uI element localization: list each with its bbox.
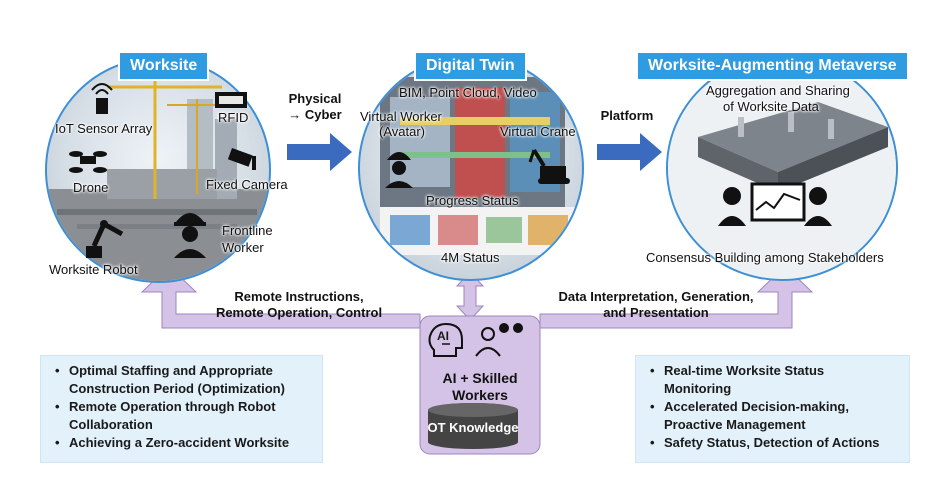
- remote-label-1: Remote Instructions,: [234, 289, 364, 304]
- metaverse-circle: [666, 55, 898, 281]
- digital-twin-title: Digital Twin: [414, 51, 527, 81]
- label-frontline-1: Frontline: [222, 223, 273, 238]
- left-benefit-1-line2: Construction Period (Optimization): [69, 381, 285, 396]
- drone-icon: [69, 151, 107, 173]
- left-benefit-1: Optimal Staffing and AppropriateConstruc…: [55, 362, 312, 398]
- ai-skilled-1: AI + Skilled: [442, 370, 518, 386]
- virtual-crane-icon: [528, 148, 570, 184]
- ot-knowledge-label: OT Knowledge: [427, 420, 519, 435]
- right-benefit-3: Safety Status, Detection of Actions: [650, 434, 899, 452]
- remote-label: Remote Instructions, Remote Operation, C…: [196, 289, 402, 321]
- label-iot: IoT Sensor Array: [55, 121, 153, 136]
- label-consensus: Consensus Building among Stakeholders: [646, 250, 884, 265]
- metaverse-scene: [668, 57, 896, 279]
- left-benefit-2-line1: Remote Operation through Robot: [69, 399, 276, 414]
- right-benefit-1-line2: Monitoring: [664, 381, 732, 396]
- stakeholders-icon: [718, 182, 832, 226]
- left-benefit-2-line2: Collaboration: [69, 417, 153, 432]
- label-camera: Fixed Camera: [206, 177, 288, 192]
- left-benefit-1-line1: Optimal Staffing and Appropriate: [69, 363, 273, 378]
- label-vworker-1: Virtual Worker: [360, 109, 442, 124]
- data-label: Data Interpretation, Generation, and Pre…: [540, 289, 772, 321]
- label-progress: Progress Status: [426, 193, 519, 208]
- physical-label: Physical: [288, 91, 342, 106]
- ai-icon-text: AI: [437, 329, 449, 343]
- label-bim: BIM, Point Cloud, Video: [399, 85, 537, 100]
- remote-label-2: Remote Operation, Control: [215, 305, 383, 320]
- right-benefit-2-line2: Proactive Management: [664, 417, 806, 432]
- right-benefit-2: Accelerated Decision-making, Proactive Ma…: [650, 398, 899, 434]
- label-robot: Worksite Robot: [49, 262, 138, 277]
- ai-head-icon: [428, 322, 463, 357]
- ot-knowledge-drum: [428, 403, 518, 449]
- iot-sensor-icon: [91, 83, 113, 114]
- worksite-scene: [47, 79, 269, 281]
- label-rfid: RFID: [218, 110, 249, 125]
- label-vworker-2: (Avatar): [379, 124, 425, 139]
- camera-icon: [227, 148, 256, 170]
- robot-arm-icon: [86, 220, 124, 258]
- platform-label: Platform: [600, 108, 654, 123]
- platform-arrow: [597, 133, 662, 171]
- digital-twin-scene: [380, 77, 575, 255]
- ai-skilled-2: Workers: [452, 387, 508, 403]
- label-agg-2: of Worksite Data: [723, 99, 819, 114]
- worksite-title: Worksite: [118, 51, 210, 81]
- skilled-worker-icon: [475, 323, 523, 357]
- label-drone: Drone: [73, 180, 109, 195]
- right-benefit-3-line1: Safety Status, Detection of Actions: [664, 435, 880, 450]
- data-label-1: Data Interpretation, Generation,: [558, 289, 754, 304]
- left-benefits-box: Optimal Staffing and AppropriateConstruc…: [40, 355, 323, 463]
- rfid-icon: [215, 92, 247, 108]
- virtual-worker-icon: [385, 152, 413, 188]
- ai-skilled-label: AI + Skilled Workers: [420, 370, 540, 404]
- metaverse-title: Worksite-Augmenting Metaverse: [636, 51, 909, 81]
- left-benefit-3: Achieving a Zero-accident Worksite: [55, 434, 312, 452]
- label-frontline-2: Worker: [222, 240, 264, 255]
- left-benefit-2: Remote Operation through RobotCollaborat…: [55, 398, 312, 434]
- physical-cyber-arrow: [287, 133, 352, 171]
- label-4m: 4M Status: [441, 250, 500, 265]
- right-benefit-2-line1: Accelerated Decision-making,: [664, 399, 849, 414]
- left-benefit-3-line1: Achieving a Zero-accident Worksite: [69, 435, 290, 450]
- cyber-label: → Cyber: [288, 107, 342, 122]
- worker-helmet-icon: [174, 213, 206, 258]
- physical-cyber-label: Physical → Cyber: [284, 91, 346, 123]
- data-label-2: and Presentation: [603, 305, 709, 320]
- label-agg-1: Aggregation and Sharing: [706, 83, 850, 98]
- right-benefit-1-line1: Real-time Worksite Status: [664, 363, 825, 378]
- label-vcrane: Virtual Crane: [500, 124, 576, 139]
